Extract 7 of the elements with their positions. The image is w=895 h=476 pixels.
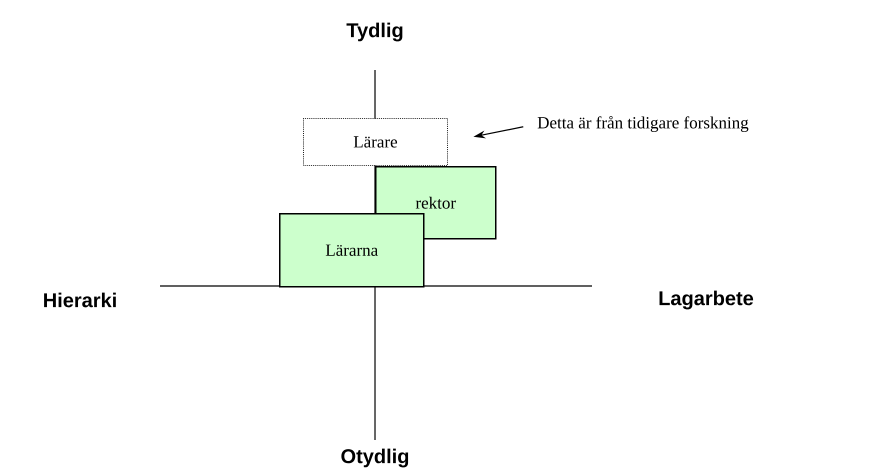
axis-label: Hierarki [44, 292, 116, 308]
axis-label: Lagarbete [660, 290, 754, 310]
process-box: Lärarna [279, 213, 424, 288]
note-text: Detta är från tidigare forskning [538, 116, 748, 132]
axis-label: Otydlig [341, 448, 408, 468]
dotted-box: Lärare [303, 118, 448, 166]
axis-label: Tydlig [346, 22, 402, 42]
